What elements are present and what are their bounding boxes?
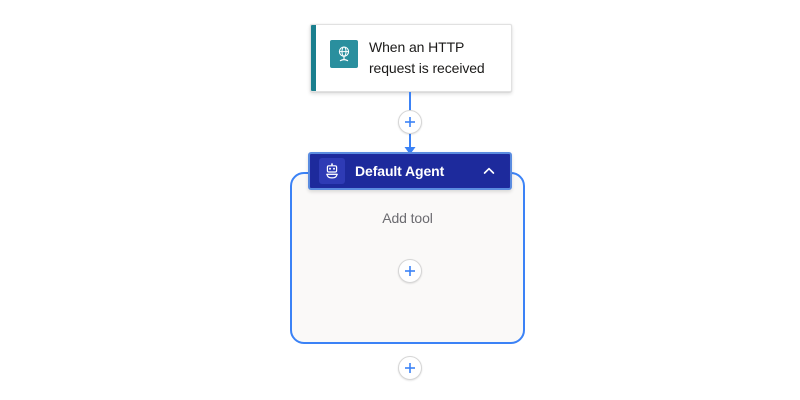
plus-icon (405, 266, 415, 276)
add-step-below-agent[interactable] (398, 356, 422, 380)
agent-container[interactable] (290, 172, 525, 344)
plus-icon (405, 363, 415, 373)
agent-header[interactable]: Default Agent (308, 152, 512, 190)
trigger-accent-bar (311, 25, 316, 91)
globe-network-icon (330, 40, 358, 68)
arrow-down-icon (404, 147, 416, 155)
agent-header-inner: Default Agent (311, 155, 509, 187)
agent-title: Default Agent (355, 163, 445, 179)
add-tool-label: Add tool (382, 210, 433, 226)
add-step-between-trigger-and-agent[interactable] (398, 110, 422, 134)
trigger-card-http-request[interactable]: When an HTTP request is received (310, 24, 512, 92)
chevron-up-icon[interactable] (481, 163, 497, 179)
plus-icon (405, 117, 415, 127)
robot-agent-icon (319, 158, 345, 184)
add-tool-button[interactable] (398, 259, 422, 283)
trigger-title: When an HTTP request is received (369, 39, 485, 76)
